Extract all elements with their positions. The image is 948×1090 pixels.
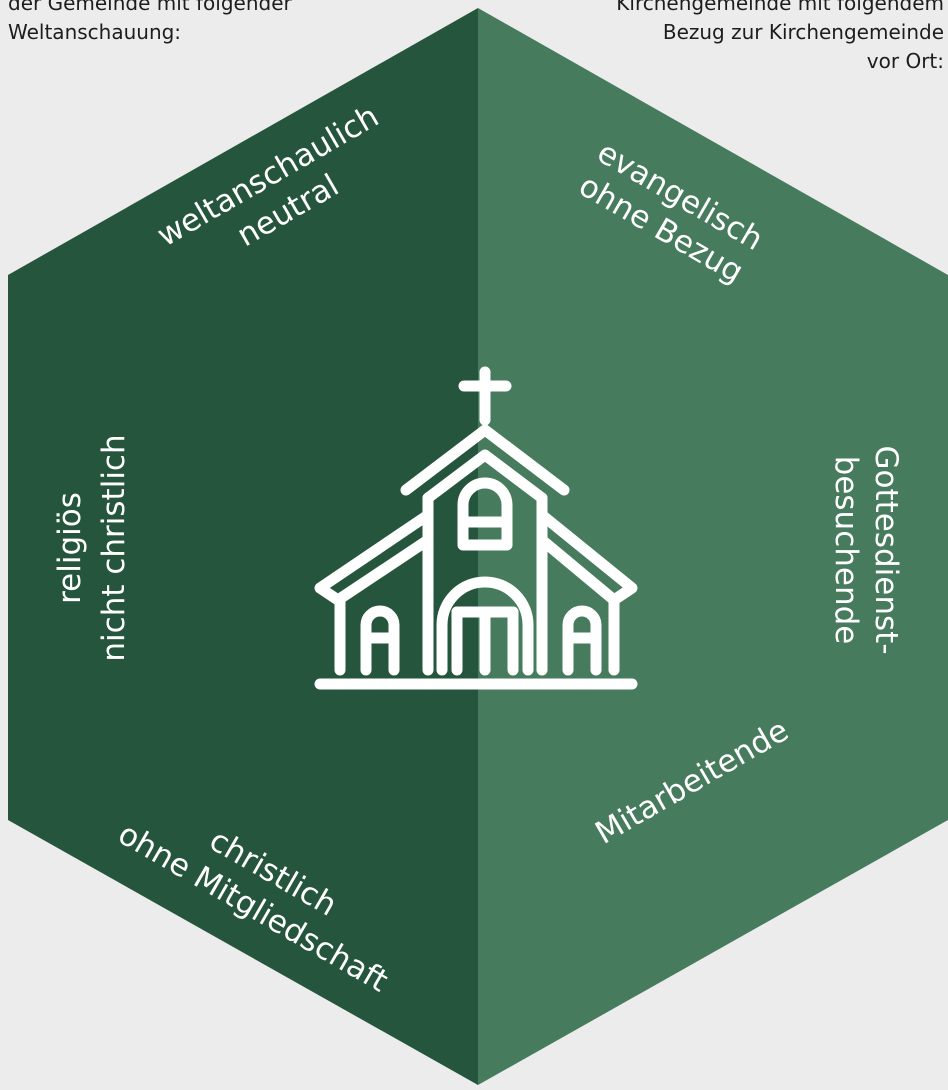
segment-label-line: Gottesdienst-	[868, 445, 904, 654]
segment-label-line: besuchende	[828, 456, 864, 645]
segment-label-line: religiös	[52, 492, 88, 604]
hexagon-right-half	[478, 8, 948, 1085]
right-caption-line-3: vor Ort:	[866, 49, 944, 73]
segment-religioes-nicht-christlich: religiös nicht christlich	[52, 434, 132, 661]
left-caption-line-1: der Gemeinde mit folgender	[8, 0, 292, 15]
hexagon-left-half	[8, 8, 478, 1085]
right-caption-line-1: Kirchengemeinde mit folgendem	[616, 0, 944, 15]
segment-label-line: nicht christlich	[96, 434, 132, 661]
right-caption-line-2: Bezug zur Kirchengemeinde	[662, 20, 944, 44]
left-caption-line-2: Weltanschauung:	[8, 20, 182, 44]
right-caption: Kirchengemeinde mit folgendem Bezug zur …	[616, 0, 944, 76]
left-caption: der Gemeinde mit folgender Weltanschauun…	[8, 0, 292, 47]
segment-gottesdienstbesuchende: Gottesdienst- besuchende	[828, 445, 904, 654]
church-icon	[314, 366, 638, 690]
